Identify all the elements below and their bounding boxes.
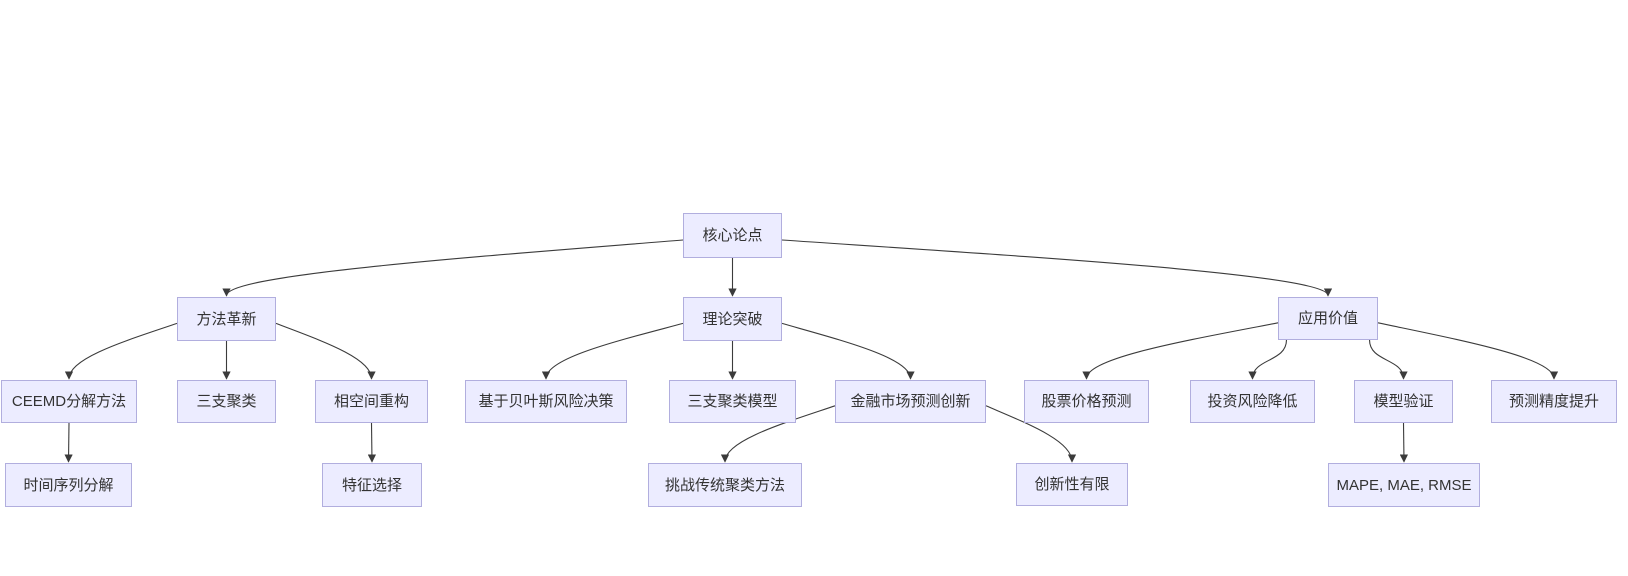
edge-finance-to-limited [985,405,1077,463]
diagram-node-ceemd: CEEMD分解方法 [1,380,137,423]
edge-ceemd-to-ts-decomposition [64,422,73,463]
edge-finance-to-challenge [720,405,836,463]
node-label: MAPE, MAE, RMSE [1336,476,1472,494]
diagram-node-limited: 创新性有限 [1016,463,1128,506]
edge-method-to-ceemd [64,322,178,380]
edge-application-to-model-validation [1368,339,1408,380]
diagram-node-metrics: MAPE, MAE, RMSE [1328,463,1480,507]
diagram-node-application: 应用价值 [1278,297,1378,340]
diagram-node-challenge: 挑战传统聚类方法 [648,463,802,507]
node-label: CEEMD分解方法 [11,393,127,410]
edge-theory-to-bayes [541,322,684,380]
node-label: 三支聚类模型 [687,393,778,410]
edge-model-validation-to-metrics [1399,422,1409,463]
edge-group [64,239,1559,463]
edge-theory-to-finance [781,322,915,380]
node-label: 应用价值 [1297,310,1358,327]
diagram-node-stock: 股票价格预测 [1024,380,1149,423]
node-label: 特征选择 [341,476,402,494]
node-label: 理论突破 [702,310,763,328]
diagram-node-core: 核心论点 [683,213,782,258]
node-label: 挑战传统聚类方法 [664,476,785,494]
edge-application-to-stock [1082,322,1279,380]
node-label: 时间序列分解 [23,476,114,494]
node-label: 三支聚类 [196,393,257,410]
edge-method-to-phase-space [275,322,376,380]
diagram-node-feature-selection: 特征选择 [322,463,422,507]
diagram-node-phase-space: 相空间重构 [315,380,428,423]
diagram-node-finance: 金融市场预测创新 [835,380,986,423]
node-label: 基于贝叶斯风险决策 [478,393,614,410]
diagram-node-twc-model: 三支聚类模型 [669,380,796,423]
node-label: 投资风险降低 [1207,393,1298,410]
diagram-node-ts-decomposition: 时间序列分解 [5,463,132,507]
diagram-node-theory: 理论突破 [683,297,782,341]
edge-application-to-precision [1377,322,1559,380]
node-label: 创新性有限 [1034,476,1110,493]
edge-phase-space-to-feature-selection [367,422,377,463]
edge-core-to-application [781,239,1333,297]
node-label: 模型验证 [1373,393,1434,410]
diagram-node-invest: 投资风险降低 [1190,380,1315,423]
node-label: 预测精度提升 [1508,393,1599,410]
node-label: 相空间重构 [333,393,409,410]
node-label: 方法革新 [196,310,257,328]
node-label: 股票价格预测 [1041,393,1132,410]
node-label: 金融市场预测创新 [850,393,971,410]
diagram-node-model-validation: 模型验证 [1354,380,1453,423]
edge-core-to-method [222,239,684,297]
diagram-node-method: 方法革新 [177,297,276,341]
node-label: 核心论点 [702,227,763,244]
diagram-node-precision: 预测精度提升 [1491,380,1617,423]
diagram-node-bayes: 基于贝叶斯风险决策 [465,380,627,423]
diagram-node-three-way: 三支聚类 [177,380,276,423]
edge-application-to-invest [1248,339,1288,380]
